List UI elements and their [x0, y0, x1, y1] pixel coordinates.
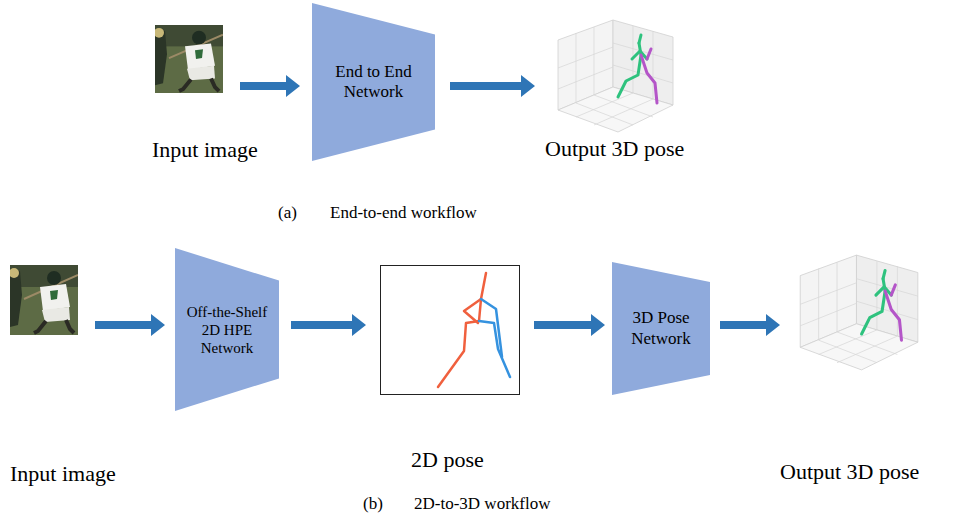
plot-wall-right	[856, 255, 917, 342]
photo-number	[195, 49, 203, 59]
photo-player-left	[10, 271, 22, 327]
flow-arrow	[450, 75, 535, 97]
flow-arrow	[720, 314, 780, 336]
3d-skeleton	[862, 270, 902, 340]
flow-arrow	[95, 314, 165, 336]
network-block: 3D Pose Network	[612, 262, 710, 395]
photo-ground	[155, 25, 223, 93]
block-label: Off-the-Shelf 2D HPE Network	[183, 303, 271, 357]
player-photo	[155, 25, 223, 93]
3d-pose-plot	[548, 15, 680, 137]
photo-player-left	[155, 31, 167, 85]
photo-number	[50, 290, 58, 300]
network-block: Off-the-Shelf 2D HPE Network	[175, 248, 279, 411]
photo-ground	[10, 265, 78, 335]
photo-jersey	[185, 43, 215, 69]
block-label: 3D Pose Network	[620, 308, 702, 349]
flow-arrow	[534, 314, 605, 336]
3d-skeleton	[618, 35, 657, 103]
pose-box: 2D pose	[380, 265, 520, 395]
image-caption: 2D pose	[411, 447, 484, 473]
photo-shorts	[42, 307, 70, 322]
flow-arrow	[240, 75, 300, 97]
photo-helmet	[47, 271, 61, 285]
flow-arrow	[291, 314, 366, 336]
image-frame: Input image	[10, 265, 78, 335]
image-frame: Output 3D pose	[790, 250, 925, 375]
figure-caption: (a)	[278, 203, 297, 223]
trapezoid-fill	[612, 262, 710, 395]
plot-wall-right	[613, 20, 673, 105]
3d-pose-plot	[790, 250, 925, 375]
figure-caption: End-to-end workflow	[330, 203, 477, 223]
block-label: End to End Network	[320, 62, 427, 103]
photo-helmet-left	[10, 268, 19, 278]
image-caption: Input image	[152, 137, 258, 163]
plot-grid	[800, 261, 918, 362]
photo-legs	[34, 320, 74, 333]
2d-pose-figure	[380, 265, 520, 395]
player-photo	[10, 265, 78, 335]
trapezoid-fill	[312, 3, 435, 161]
figure-caption: 2D-to-3D workflow	[414, 494, 550, 514]
photo-helmet-left	[155, 28, 164, 38]
trapezoid-fill	[175, 248, 279, 411]
figure-caption: (b)	[363, 494, 383, 514]
image-frame: Input image	[155, 25, 223, 93]
photo-shorts	[187, 66, 215, 81]
image-caption: Output 3D pose	[780, 459, 919, 485]
network-block: End to End Network	[312, 3, 435, 161]
photo-legs	[179, 78, 219, 91]
image-caption: Output 3D pose	[545, 136, 684, 162]
plot-grid	[558, 26, 673, 125]
photo-helmet	[192, 31, 206, 45]
photo-jersey	[40, 284, 70, 311]
image-caption: Input image	[10, 461, 116, 487]
2d-skeleton	[438, 273, 510, 387]
image-frame: Output 3D pose	[548, 15, 680, 137]
